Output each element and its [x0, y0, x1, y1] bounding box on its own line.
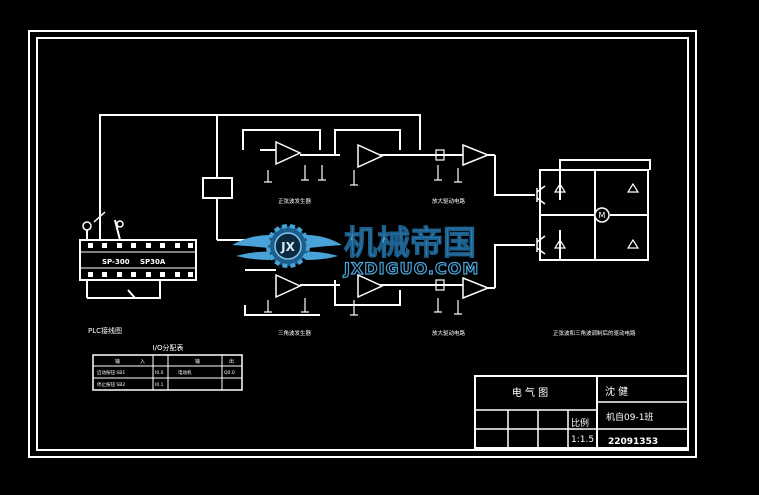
drawing-frame — [28, 30, 697, 458]
io-cell: 电动机 — [178, 369, 192, 376]
switch-symbols — [82, 211, 124, 231]
watermark-en-text: JXDIGUO.COM — [343, 259, 479, 278]
plc-model-label-2: SP30A — [140, 258, 166, 266]
op-amps-top — [275, 140, 491, 169]
watermark-logo-letters: JX — [280, 240, 295, 254]
io-table: I/O分配表 输 入 输 出 启动按钮 SB1 I0.0 电动机 Q0.0 停止… — [92, 343, 243, 391]
title-scale-label: 比例 — [571, 417, 589, 429]
motor-symbol: M — [599, 211, 606, 220]
io-cell: I0.0 — [155, 370, 164, 376]
plc-module: SP-300 SP30A — [79, 239, 197, 281]
io-cell: 启动按钮 SB1 — [97, 369, 125, 376]
io-table-title: I/O分配表 — [153, 343, 184, 352]
caption-bottom-driver: 放大驱动电路 — [432, 329, 466, 337]
op-amps-bottom — [275, 273, 491, 300]
title-designer: 沈 健 — [605, 385, 628, 398]
title-block — [474, 375, 689, 449]
io-header-1: 输 — [115, 358, 120, 365]
caption-top-driver: 放大驱动电路 — [432, 197, 466, 205]
watermark-gear-icon: JX — [266, 224, 310, 268]
io-cell: I0.1 — [155, 382, 164, 388]
motor: M — [594, 207, 610, 223]
caption-bridge-driver: 正弦波和三角波调制后的驱动电路 — [553, 329, 636, 337]
caption-bottom-generator: 三角波发生器 — [278, 329, 312, 337]
plc-model-label: SP-300 — [102, 258, 130, 266]
io-header-4: 出 — [229, 358, 234, 365]
io-header-2: 入 — [140, 359, 145, 365]
title-class: 机自09-1班 — [606, 411, 653, 423]
relay-coil — [202, 177, 233, 199]
passive-components — [264, 149, 640, 316]
title-drawing-name: 电 气 图 — [512, 386, 548, 399]
watermark-cn-text: 机械帝国 — [344, 223, 476, 262]
title-scale-value: 1:1.5 — [571, 435, 594, 445]
plc-terminals — [88, 243, 193, 277]
io-cell: 停止按钮 SB2 — [97, 381, 125, 388]
title-drawing-number: 22091353 — [608, 437, 658, 447]
io-cell: Q0.0 — [224, 370, 235, 376]
transistors — [536, 185, 546, 255]
io-header-3: 输 — [195, 358, 200, 365]
caption-top-generator: 正弦波发生器 — [278, 197, 312, 205]
plc-wiring-caption: PLC接线图 — [88, 326, 122, 335]
watermark: JX 机械帝国 JXDIGUO.COM — [232, 223, 479, 279]
